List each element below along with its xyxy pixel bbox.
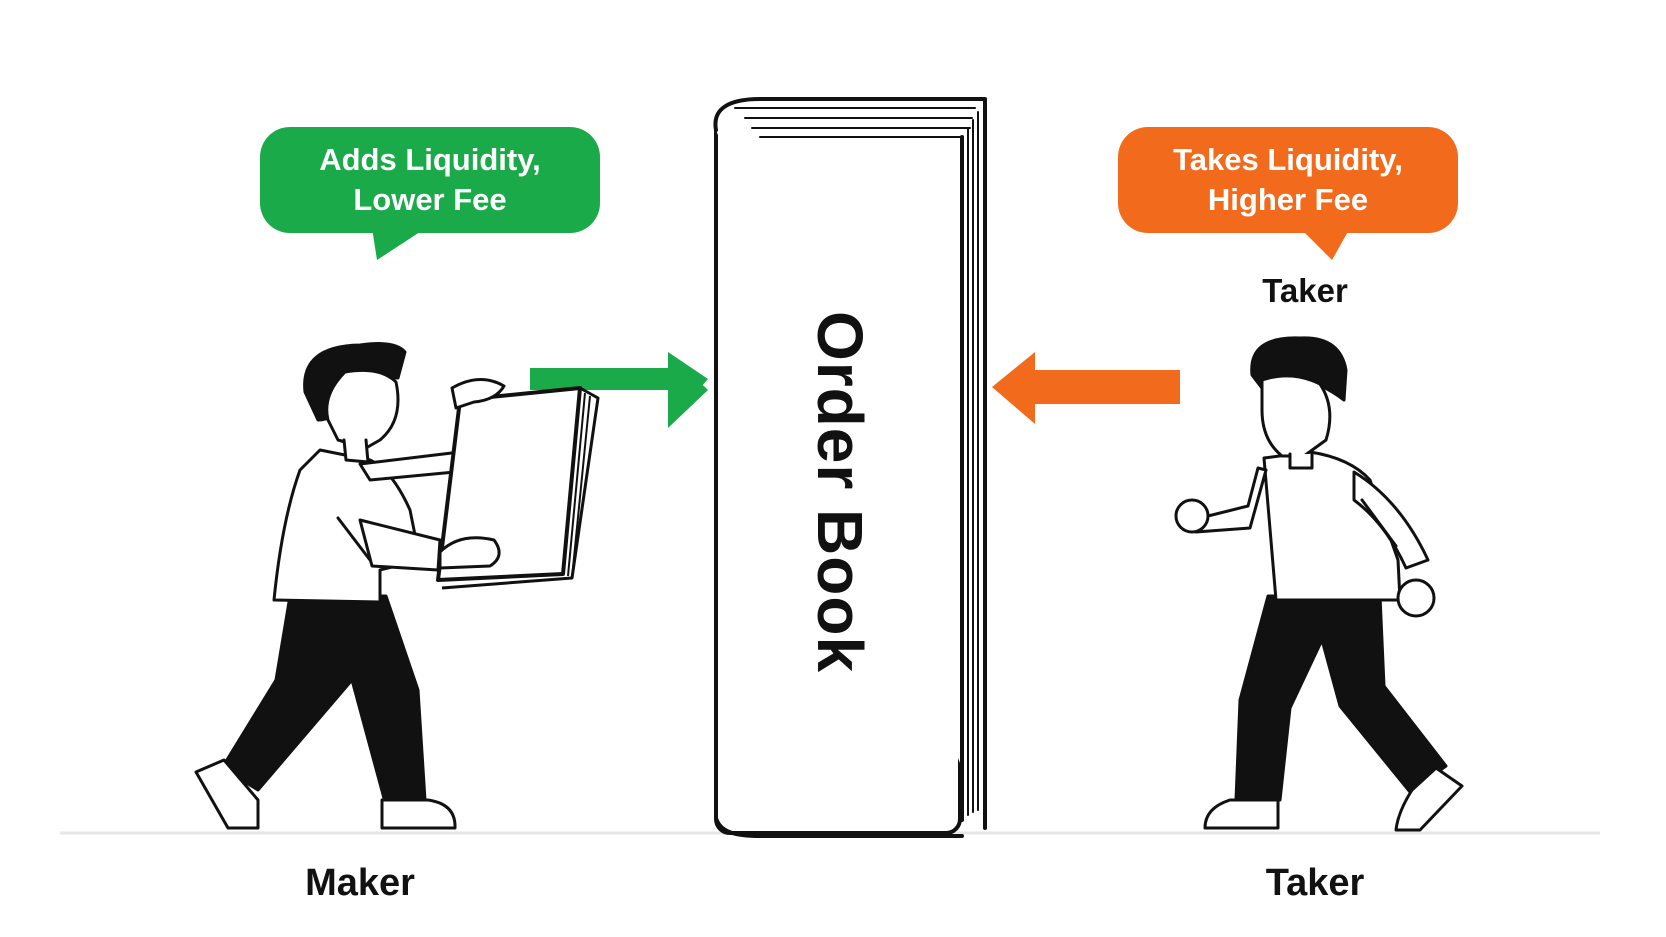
maker-bubble-line1: Adds Liquidity,: [319, 142, 541, 177]
taker-bubble-line2: Higher Fee: [1207, 182, 1369, 217]
taker-fee-bubble: Takes Liquidity, Higher Fee: [1118, 127, 1458, 233]
order-book-icon: [713, 97, 987, 838]
taker-label: Taker: [1265, 862, 1365, 904]
maker-label: Maker: [305, 862, 415, 904]
taker-trousers: [1234, 594, 1448, 802]
taker-figure: [1174, 336, 1464, 832]
maker-bubble-line2: Lower Fee: [353, 182, 507, 217]
maker-fee-bubble: Adds Liquidity, Lower Fee: [260, 127, 600, 233]
maker-face: [325, 368, 400, 450]
taker-face: [1260, 374, 1332, 458]
maker-arrow: [530, 352, 708, 428]
taker-top-label: Taker: [1262, 272, 1348, 309]
taker-bubble-line1: Takes Liquidity,: [1173, 142, 1403, 177]
maker-trousers: [220, 594, 427, 804]
carried-book-icon: [436, 386, 600, 590]
order-book-title: Order Book: [804, 310, 876, 674]
maker-figure: [194, 342, 482, 830]
taker-arrow: [992, 352, 1180, 424]
taker-bubble-tail: [1300, 228, 1350, 260]
maker-bubble-tail: [372, 228, 426, 260]
